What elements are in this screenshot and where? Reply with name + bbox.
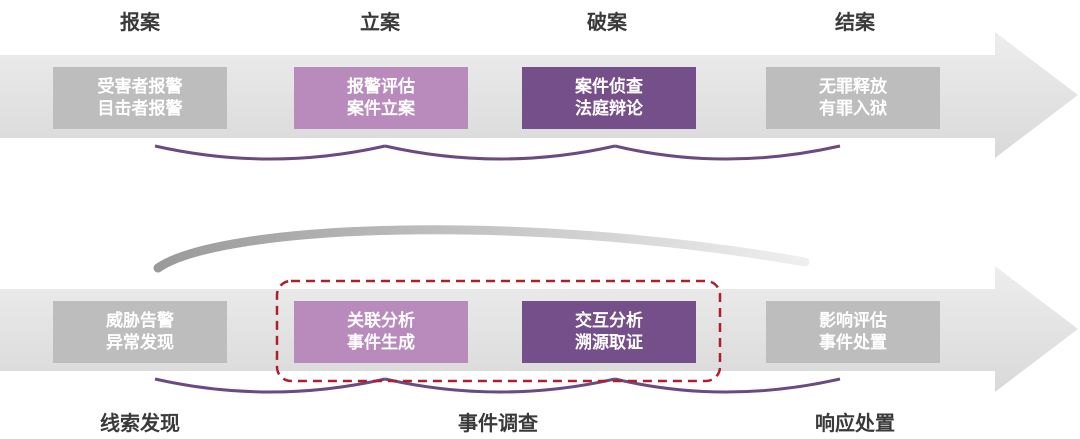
top-box-file-case: 报警评估 案件立案 xyxy=(294,67,468,129)
box-line: 案件立案 xyxy=(347,99,415,119)
box-line: 法庭辩论 xyxy=(575,99,643,119)
phase-label-incident-investigation: 事件调查 xyxy=(458,411,538,435)
box-line: 事件处置 xyxy=(819,333,887,353)
box-line: 影响评估 xyxy=(819,311,887,331)
box-line: 受害者报警 xyxy=(97,77,183,97)
box-line: 报警评估 xyxy=(347,77,415,97)
box-line: 事件生成 xyxy=(347,333,415,353)
box-line: 溯源取证 xyxy=(575,333,643,353)
phase-label-clue-discovery: 线索发现 xyxy=(100,411,180,435)
top-box-report: 受害者报警 目击者报警 xyxy=(53,67,227,129)
bottom-link-curve xyxy=(614,377,841,394)
top-link-curve xyxy=(154,144,386,161)
bottom-box-correlation: 关联分析 事件生成 xyxy=(294,301,468,363)
bottom-box-threat-alert: 威胁告警 异常发现 xyxy=(53,301,227,363)
top-box-solve-case: 案件侦查 法庭辩论 xyxy=(522,67,696,129)
phase-label-response: 响应处置 xyxy=(815,411,895,435)
highlight-frame xyxy=(275,279,722,383)
stage-label-report: 报案 xyxy=(120,10,160,34)
box-line: 关联分析 xyxy=(347,311,415,331)
box-line: 目击者报警 xyxy=(97,99,183,119)
bottom-link-curve xyxy=(384,377,616,394)
box-line: 异常发现 xyxy=(106,333,174,353)
stage-label-solve-case: 破案 xyxy=(587,10,627,34)
box-line: 有罪入狱 xyxy=(819,99,887,119)
bottom-link-curve xyxy=(154,377,386,394)
box-line: 交互分析 xyxy=(575,311,643,331)
box-line: 威胁告警 xyxy=(106,311,174,331)
top-box-close-case: 无罪释放 有罪入狱 xyxy=(766,67,940,129)
box-line: 案件侦查 xyxy=(575,77,643,97)
bottom-box-impact-response: 影响评估 事件处置 xyxy=(766,301,940,363)
return-arc xyxy=(153,225,810,273)
stage-label-file-case: 立案 xyxy=(360,10,400,34)
stage-label-close-case: 结案 xyxy=(835,10,875,34)
top-link-curve xyxy=(614,144,841,161)
top-link-curve xyxy=(384,144,616,161)
bottom-box-forensics: 交互分析 溯源取证 xyxy=(522,301,696,363)
box-line: 无罪释放 xyxy=(819,77,887,97)
